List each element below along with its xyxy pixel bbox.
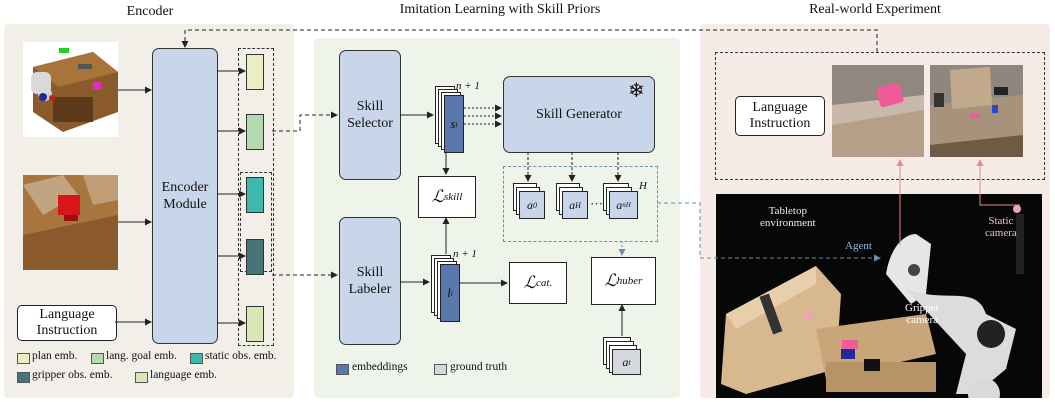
a0-label: a — [527, 197, 533, 212]
static-camera-line1: Static — [988, 215, 1014, 227]
real-language-line2: Instruction — [749, 116, 811, 131]
legend-lang-goal-swatch — [91, 353, 104, 364]
real-language-line1: Language — [752, 100, 808, 115]
l-sub: i — [450, 288, 453, 298]
skill-loss-symbol: ℒ — [431, 187, 444, 206]
s-sub: i — [455, 119, 458, 129]
s-label: s — [450, 116, 456, 131]
legend-language-swatch — [135, 372, 148, 383]
encoder-module-line1: Encoder — [161, 180, 209, 195]
legend-static-label: static obs. emb. — [205, 350, 277, 362]
encoder-language-line1: Language — [39, 307, 95, 322]
real-world-title: Real-world Experiment — [809, 2, 941, 17]
skill-labeler-line1: Skill — [356, 265, 384, 280]
huber-loss-symbol: ℒ — [604, 271, 617, 290]
anH-sub: nH — [622, 201, 631, 209]
lang-goal-embedding — [246, 114, 264, 150]
horizon-H-label: H — [639, 180, 647, 192]
gripper-camera-line1: Gripper — [905, 302, 940, 314]
encoder-language-line2: Instruction — [36, 323, 98, 338]
legend-static-swatch — [190, 353, 203, 364]
encoder-title: Encoder — [126, 4, 174, 19]
skill-selector-line2: Selector — [347, 116, 393, 131]
skill-loss-sub: skill — [443, 191, 463, 203]
agent-label: Agent — [845, 240, 872, 252]
tabletop-line1: Tabletop — [768, 205, 807, 217]
gripper-obs-embedding — [246, 239, 264, 275]
static-camera-label: Static camera — [985, 215, 1017, 239]
frozen-snowflake-icon: ❄ — [628, 80, 645, 102]
plan-embedding — [246, 54, 264, 90]
legend-plan-label: plan emb. — [32, 350, 78, 362]
skill-selector-line1: Skill — [356, 99, 384, 114]
a0-sub: 0 — [533, 200, 537, 210]
s-n-plus-1-label: n + 1 — [456, 80, 480, 92]
legend-gripper-label: gripper obs. emb. — [32, 369, 113, 381]
cat-loss-symbol: ℒ — [523, 273, 537, 292]
legend-ground-truth-swatch — [434, 364, 447, 375]
tabletop-label: Tabletop environment — [760, 205, 816, 229]
at-sub: t — [628, 357, 631, 367]
static-camera-line2: camera — [985, 227, 1017, 239]
legend-embeddings-swatch — [336, 364, 349, 375]
huber-loss-sub: huber — [616, 275, 643, 287]
legend-ground-truth-label: ground truth — [450, 361, 508, 373]
legend-language-label: language emb. — [150, 369, 218, 381]
cat-loss-sub: cat. — [536, 277, 553, 289]
tabletop-line2: environment — [760, 217, 816, 229]
gripper-camera-line2: camera — [906, 314, 938, 326]
anH-label: a — [616, 197, 623, 212]
aH-label: a — [569, 197, 576, 212]
l-label: l — [447, 285, 451, 300]
skill-generator-label: Skill Generator — [536, 107, 622, 122]
at-label: a — [622, 354, 629, 369]
aH-sub: H — [575, 200, 581, 210]
legend-lang-goal-label: lang. goal emb. — [106, 350, 177, 362]
encoder-module-line2: Module — [163, 197, 207, 212]
gripper-camera-label: Gripper camera — [905, 302, 939, 326]
sim-scene-image — [23, 42, 118, 137]
action-ellipsis: ··· — [590, 196, 603, 211]
skill-labeler-line2: Labeler — [348, 282, 392, 297]
static-obs-embedding — [246, 177, 264, 213]
skill-generator: Skill Generator — [503, 76, 655, 153]
language-embedding — [246, 306, 264, 342]
imitation-title: Imitation Learning with Skill Priors — [399, 2, 601, 17]
static-camera-photo — [930, 65, 1023, 157]
legend-gripper-swatch — [17, 372, 30, 383]
l-n-plus-1-label: n + 1 — [453, 248, 477, 260]
real-world-inputs-outline — [715, 52, 1045, 180]
legend-embeddings-label: embeddings — [352, 361, 408, 373]
gripper-camera-photo — [832, 65, 924, 157]
legend-plan-swatch — [17, 353, 30, 364]
gripper-view-image — [23, 175, 118, 270]
